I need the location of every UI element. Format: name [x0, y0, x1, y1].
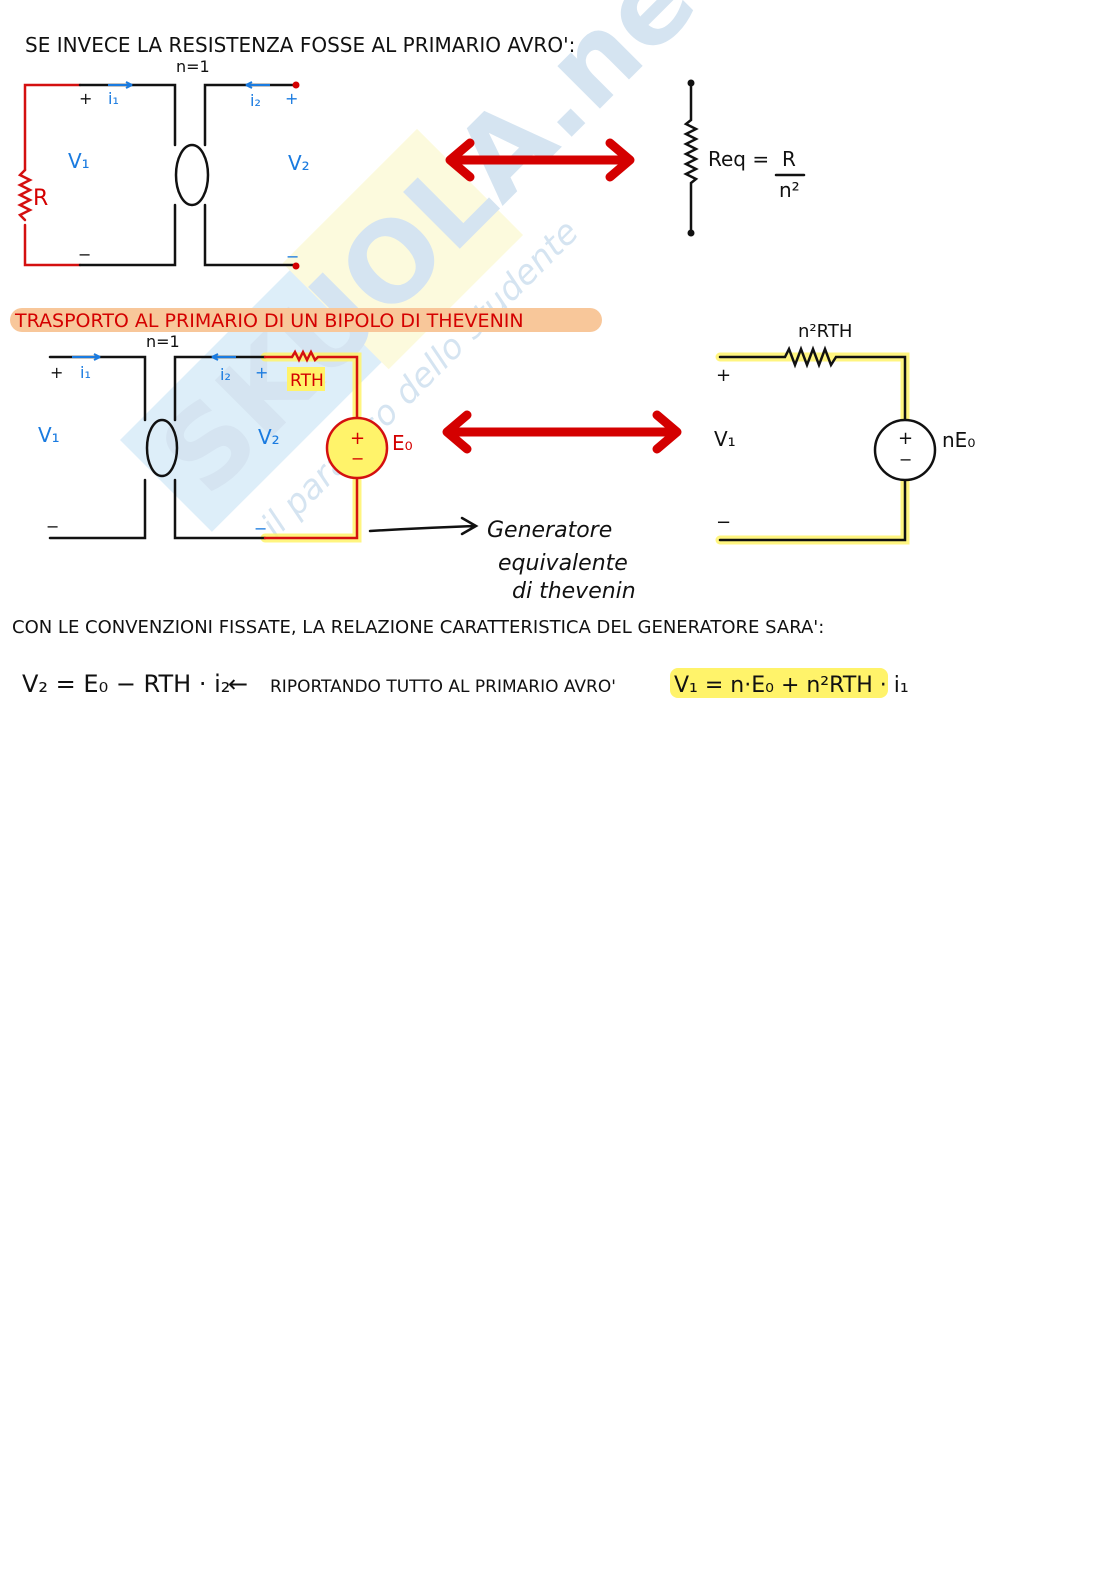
- minus-label: −: [351, 449, 364, 468]
- req-numerator: R: [782, 147, 796, 171]
- note-arrow-icon: [368, 516, 479, 536]
- rth-label: RTH: [290, 371, 324, 391]
- minus-label: −: [46, 517, 59, 536]
- circuit-thevenin-secondary: n=1 + + − − i₁ i₂ V₁ V₂ RTH + − E₀: [38, 332, 413, 543]
- current-i2: i₂: [220, 365, 231, 384]
- plus-label: +: [255, 363, 268, 382]
- voltage-source-e0: [325, 416, 389, 480]
- minus-label: −: [78, 245, 91, 264]
- plus-label: +: [898, 428, 913, 449]
- equivalent-resistor: Req = R n²: [683, 79, 806, 237]
- voltage-v2: V₂: [258, 425, 280, 449]
- plus-label: +: [350, 428, 365, 449]
- arrow-left-icon: ←: [228, 670, 248, 698]
- minus-label: −: [899, 450, 912, 469]
- minus-label: −: [286, 247, 299, 266]
- equation-v1: V₁ = n·E₀ + n²RTH · i₁: [674, 673, 909, 698]
- voltage-v1: V₁: [38, 423, 60, 447]
- plus-label: +: [79, 89, 92, 108]
- source-label: E₀: [392, 431, 413, 455]
- section1-heading: SE INVECE LA RESISTENZA FOSSE AL PRIMARI…: [25, 33, 575, 57]
- minus-label: −: [254, 519, 267, 538]
- equation-highlight: [670, 668, 888, 698]
- circuit-resistor-primary: n=1 + + − − i₁ i₂ V₁ V₂ R: [17, 57, 310, 270]
- current-i1: i₁: [108, 89, 119, 108]
- req-label: Req =: [708, 147, 769, 171]
- current-i1: i₁: [80, 363, 91, 382]
- double-arrow-icon: [445, 138, 635, 182]
- circuit-thevenin-primary-equivalent: n²RTH + − V₁ + − nE₀: [714, 321, 975, 545]
- plus-label: +: [285, 89, 298, 108]
- relation-middle: RIPORTANDO TUTTO AL PRIMARIO AVRO': [270, 677, 616, 697]
- ratio-label: n=1: [176, 57, 210, 76]
- eq-resistor-label: n²RTH: [798, 321, 852, 342]
- resistor-label: R: [33, 186, 48, 211]
- plus-label: +: [50, 363, 63, 382]
- voltage-v2: V₂: [288, 151, 310, 175]
- transformer-core: [145, 418, 179, 478]
- source-label: nE₀: [942, 428, 975, 452]
- current-i2: i₂: [250, 91, 261, 110]
- minus-label: −: [716, 512, 731, 533]
- section2-heading: TRASPORTO AL PRIMARIO DI UN BIPOLO DI TH…: [14, 310, 524, 332]
- resistor-r: [17, 168, 33, 222]
- note-line: equivalente: [498, 551, 628, 576]
- transformer-core: [174, 143, 210, 207]
- equation-v2: V₂ = E₀ − RTH · i₂: [22, 670, 230, 698]
- ratio-label: n=1: [146, 332, 180, 351]
- relation-intro: CON LE CONVENZIONI FISSATE, LA RELAZIONE…: [12, 617, 824, 638]
- req-denominator: n²: [779, 178, 800, 202]
- voltage-v1: V₁: [68, 149, 90, 173]
- voltage-source-neo: [873, 418, 937, 482]
- double-arrow-icon: [442, 410, 682, 454]
- voltage-v1: V₁: [714, 427, 736, 451]
- heading-highlight: [10, 308, 602, 332]
- note-line: Generatore: [487, 518, 612, 543]
- note-line: di thevenin: [512, 579, 636, 604]
- plus-label: +: [716, 365, 731, 386]
